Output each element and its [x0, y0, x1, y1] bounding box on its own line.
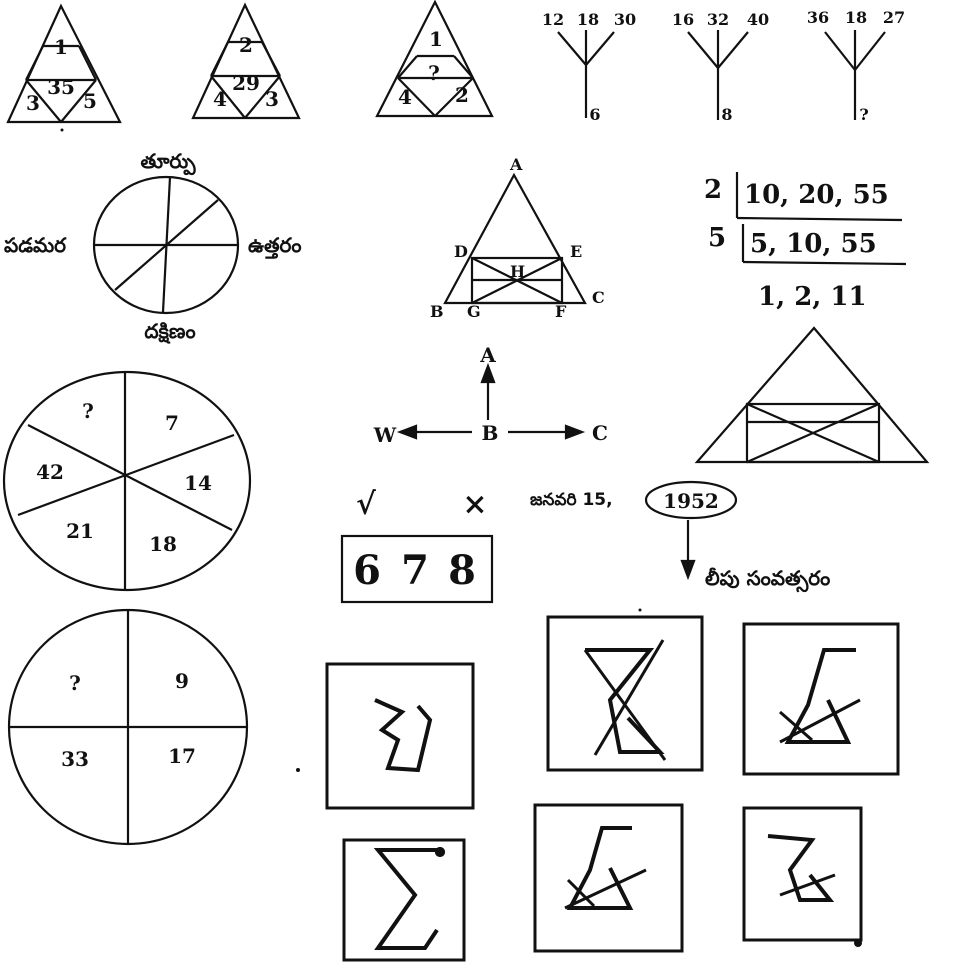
tri1-center: 35 [47, 75, 75, 99]
print-specks [60, 128, 862, 947]
cross-mark: × [462, 487, 487, 522]
branch3-b: 18 [845, 8, 867, 27]
symbol-box-crossed-2 [742, 622, 900, 776]
tri1-top: 1 [54, 35, 68, 59]
branch1-stem: 6 [589, 105, 600, 124]
direction-left-label: W [373, 423, 397, 447]
symbol-box-crossed-3 [533, 803, 684, 953]
division-layout [735, 172, 907, 266]
vertex-g: G [467, 302, 481, 321]
branch3-stem: ? [859, 105, 868, 124]
branch-figure-2 [687, 30, 749, 120]
date-year: 1952 [663, 489, 719, 513]
branch2-c: 40 [747, 10, 769, 29]
vertex-b: B [430, 302, 444, 321]
leap-year-label: లీపు సంవత్సరం [705, 566, 830, 593]
pie4-quadrant-4: 17 [168, 744, 196, 768]
answer-digit-3: 8 [448, 547, 476, 594]
answer-digit-2: 7 [401, 547, 429, 594]
direction-center-label: B [482, 421, 499, 445]
branch2-a: 16 [672, 10, 694, 29]
tick-mark: √ [356, 487, 376, 522]
vertex-f: F [555, 302, 567, 321]
answer-box [340, 534, 494, 604]
direction-circle [92, 175, 240, 315]
division-divisor-2: 5 [708, 223, 726, 253]
branch-figure-1 [557, 30, 615, 118]
branch1-b: 18 [577, 10, 599, 29]
compass-east-label: ఉత్తరం [248, 233, 302, 259]
vertex-a: A [509, 155, 523, 174]
symbol-box-sigma [342, 838, 466, 962]
branch1-c: 30 [614, 10, 636, 29]
number-triangle-3 [375, 0, 494, 118]
pie4-quadrant-3: 33 [61, 747, 89, 771]
answer-digit-1: 6 [353, 547, 381, 594]
pie4-quadrant-1: ? [69, 671, 81, 695]
pie4-quadrant-2: 9 [175, 669, 189, 693]
symbol-box-crossed-4 [742, 806, 863, 942]
branch-figure-3 [824, 30, 886, 120]
division-divisor-1: 2 [704, 175, 722, 205]
vertex-e: E [570, 242, 582, 261]
pie6-sector-1: ? [82, 399, 94, 423]
direction-arrows [396, 362, 586, 440]
tri1-right: 5 [83, 89, 97, 113]
number-triangle-1 [6, 3, 122, 124]
vertex-h: H [510, 262, 525, 281]
branch1-a: 12 [542, 10, 564, 29]
tri2-right: 3 [265, 87, 279, 111]
tri3-center: ? [428, 61, 440, 85]
tri2-left: 4 [213, 87, 227, 111]
direction-right-label: C [592, 421, 608, 445]
branch2-stem: 8 [721, 105, 732, 124]
six-sector-circle [2, 370, 252, 592]
date-prefix: జనవరి 15, [530, 490, 613, 510]
geometry-triangle [443, 172, 587, 305]
pie6-sector-6: 42 [36, 460, 64, 484]
branch2-b: 32 [707, 10, 729, 29]
symbol-box-crossed-1 [546, 615, 704, 772]
compass-north-label: తూర్పు [141, 149, 197, 176]
branch3-c: 27 [883, 8, 905, 27]
compass-west-label: పడమర [4, 233, 67, 257]
tri3-top: 1 [429, 27, 443, 51]
leap-year-note [644, 480, 738, 581]
tri2-top: 2 [239, 33, 253, 57]
compass-south-label: దక్షిణం [144, 319, 195, 344]
number-triangle-2 [191, 2, 301, 120]
pie6-sector-2: 7 [165, 411, 179, 435]
branch3-a: 36 [807, 8, 829, 27]
division-values-2: 5, 10, 55 [750, 229, 877, 259]
pie6-sector-3: 14 [184, 471, 212, 495]
tri2-center: 29 [232, 71, 260, 95]
tri3-left: 4 [398, 85, 412, 109]
tri3-right: 2 [455, 83, 469, 107]
counting-triangle [694, 326, 930, 464]
tri1-left: 3 [26, 91, 40, 115]
vertex-c: C [592, 288, 605, 307]
direction-up-label: A [479, 343, 496, 367]
division-values-1: 10, 20, 55 [744, 180, 889, 210]
vertex-d: D [454, 242, 468, 261]
four-sector-circle [7, 608, 249, 846]
pie6-sector-5: 21 [66, 519, 94, 543]
pie6-sector-4: 18 [149, 532, 177, 556]
division-result: 1, 2, 11 [758, 282, 867, 312]
symbol-box-zigzag [325, 662, 475, 810]
